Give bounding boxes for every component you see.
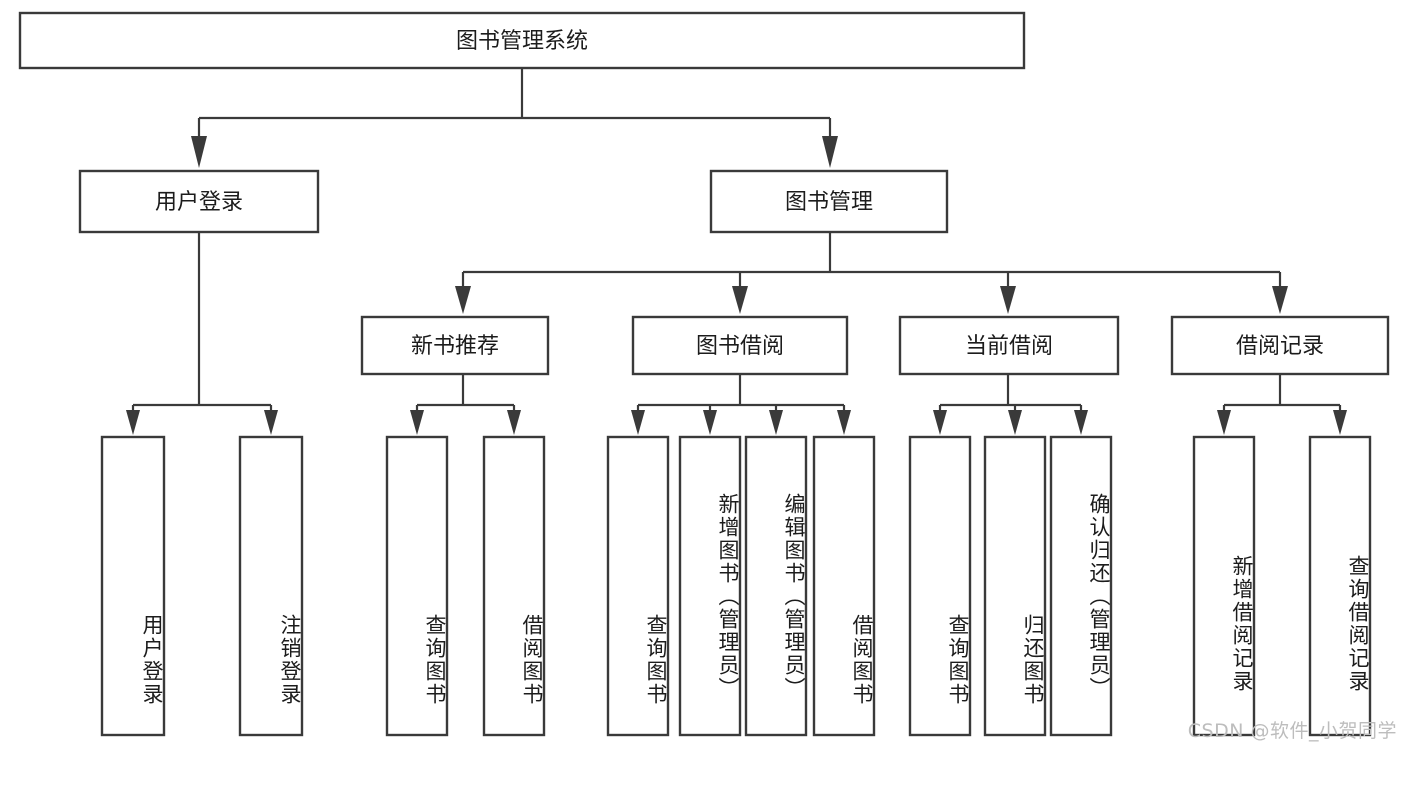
node-new-book-rec[interactable]: 新书推荐 [360,315,550,376]
node-borrow-record[interactable]: 借阅记录 [1170,315,1390,376]
arrow-head-user-login [191,136,207,168]
connector-group-new-book-rec [410,374,521,435]
node-book-borrow-label: 图书借阅 [696,334,784,359]
arrow-head-leaf-add-record [1217,410,1231,435]
node-borrow-record-label: 借阅记录 [1236,334,1324,359]
diagram-canvas: 图书管理系统 用户登录 图书管理 新书推荐 图书借阅 当前借阅 借阅记录 [18,11,1397,742]
flowchart-svg: 图书管理系统 用户登录 图书管理 新书推荐 图书借阅 当前借阅 借阅记录 [18,11,1390,737]
node-book-manage[interactable]: 图书管理 [709,169,949,234]
leaf-box-query-record[interactable] [1308,435,1372,737]
arrow-head-book-borrow [732,286,748,314]
arrow-head-current-borrow [1000,286,1016,314]
arrow-head-leaf-query-book-2 [631,410,645,435]
arrow-head-new-book-rec [455,286,471,314]
leaf-box-borrow-book-1[interactable] [482,435,546,737]
arrow-head-leaf-confirm-return [1074,410,1088,435]
arrow-head-leaf-logout [264,410,278,435]
leaf-box-return-book[interactable] [983,435,1047,737]
leaf-box-confirm-return[interactable] [1049,435,1113,737]
arrow-head-leaf-edit-book [769,410,783,435]
connector-group-root [191,68,838,168]
node-new-book-rec-label: 新书推荐 [411,334,499,359]
node-current-borrow[interactable]: 当前借阅 [898,315,1120,376]
arrow-head-leaf-return-book [1008,410,1022,435]
arrow-head-leaf-borrow-book-1 [507,410,521,435]
arrow-head-leaf-query-book-3 [933,410,947,435]
connector-group-book-manage [455,232,1288,314]
connector-group-current-borrow [933,374,1088,435]
leaf-box-add-book[interactable] [678,435,742,737]
arrow-head-borrow-record [1272,286,1288,314]
node-book-manage-label: 图书管理 [785,190,873,215]
leaf-box-query-book-1[interactable] [385,435,449,737]
arrow-head-leaf-query-book-1 [410,410,424,435]
watermark-text: CSDN @软件_小贺同学 [1187,720,1397,742]
arrow-head-leaf-add-book [703,410,717,435]
node-root[interactable]: 图书管理系统 [18,11,1026,70]
leaf-box-borrow-book-2[interactable] [812,435,876,737]
connector-group-borrow-record [1217,374,1347,435]
arrow-head-leaf-borrow-book-2 [837,410,851,435]
node-user-login[interactable]: 用户登录 [78,169,320,234]
node-root-label: 图书管理系统 [456,29,588,54]
node-book-borrow[interactable]: 图书借阅 [631,315,849,376]
connector-group-user-login [126,232,278,435]
leaf-box-add-record[interactable] [1192,435,1256,737]
leaf-box-query-book-2[interactable] [606,435,670,737]
arrow-head-leaf-user-login [126,410,140,435]
arrow-head-leaf-query-record [1333,410,1347,435]
arrow-head-book-manage [822,136,838,168]
node-user-login-label: 用户登录 [155,190,243,215]
leaf-box-logout[interactable] [238,435,304,737]
node-current-borrow-label: 当前借阅 [965,334,1053,359]
leaf-boxes [100,435,1372,737]
leaf-box-query-book-3[interactable] [908,435,972,737]
leaf-box-user-login[interactable] [100,435,166,737]
connector-group-book-borrow [631,374,851,435]
leaf-box-edit-book[interactable] [744,435,808,737]
